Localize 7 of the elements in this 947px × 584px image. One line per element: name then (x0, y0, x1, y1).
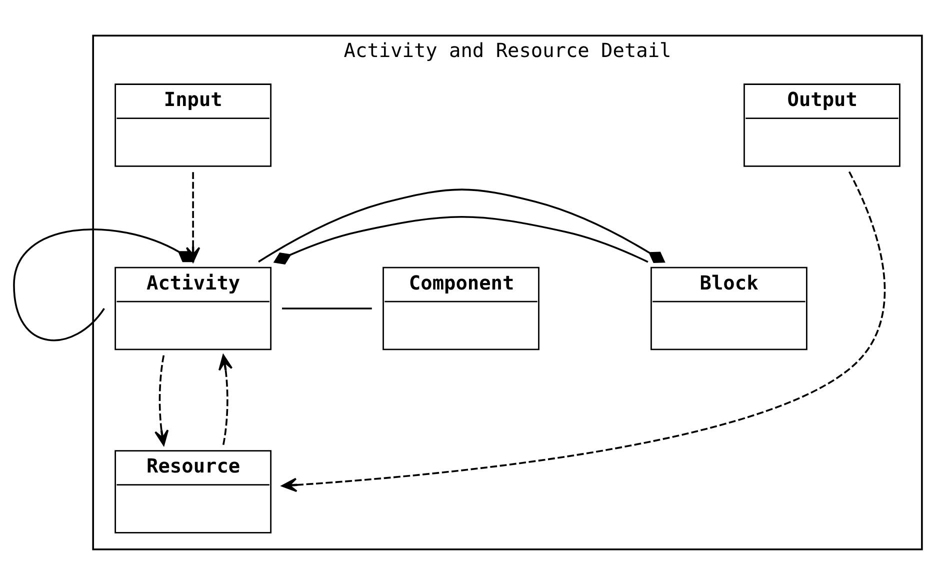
arrow (281, 170, 886, 492)
connector (258, 188, 666, 263)
arrow (186, 172, 200, 262)
connector (273, 216, 648, 264)
connector (282, 307, 372, 309)
arrow (218, 354, 233, 444)
arrow (154, 354, 169, 446)
